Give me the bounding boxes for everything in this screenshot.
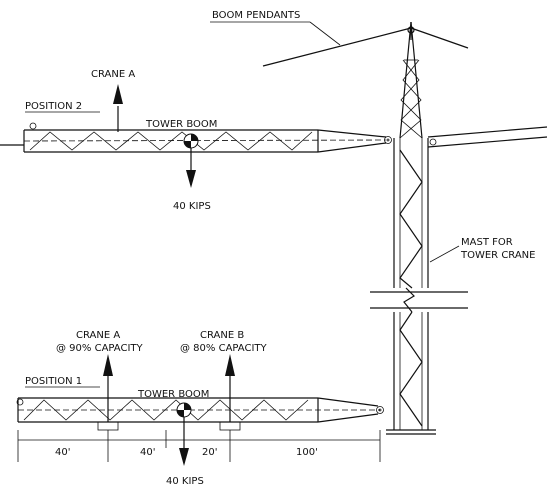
dimension-label: 40' [140,447,155,458]
dimension-line: 40' 40' 20' 100' [17,430,381,462]
dimension-label: 20' [202,447,217,458]
crane-a-lift-arrow-top [113,84,123,132]
dimension-label: 100' [296,447,318,458]
position-1-group: POSITION 1 CRANE A @ 90% CAPACITY [16,330,384,487]
position-2-group: POSITION 2 CRANE A TOWER BOOM [0,69,392,212]
load-arrow-bottom [179,417,189,466]
boom-pendants: BOOM PENDANTS [210,10,469,67]
tower-boom-label-top: TOWER BOOM [145,119,217,130]
boom-pendants-label: BOOM PENDANTS [212,10,300,21]
dimension-label: 40' [55,447,70,458]
tower-crane-mast [370,21,547,435]
mast-label-group: MAST FOR TOWER CRANE [429,237,535,263]
crane-a-capacity-label: @ 90% CAPACITY [56,343,144,354]
tower-boom-label-bottom: TOWER BOOM [137,389,209,400]
center-of-gravity-icon [183,133,199,149]
load-label-top: 40 KIPS [173,201,211,212]
crane-b-capacity-label: @ 80% CAPACITY [180,343,268,354]
load-label-bottom: 40 KIPS [166,476,204,487]
mast-label-line1: MAST FOR [461,237,513,248]
crane-b-label: CRANE B [200,330,244,341]
center-of-gravity-icon [176,402,192,418]
crane-a-lift-arrow-bottom [103,354,113,422]
mast-label-line2: TOWER CRANE [460,250,535,261]
crane-b-lift-arrow [225,354,235,422]
load-arrow-top [186,148,196,188]
crane-a-label-bottom: CRANE A [76,330,120,341]
position-1-label: POSITION 1 [25,376,82,387]
crane-a-label-top: CRANE A [91,69,135,80]
position-2-label: POSITION 2 [25,101,82,112]
